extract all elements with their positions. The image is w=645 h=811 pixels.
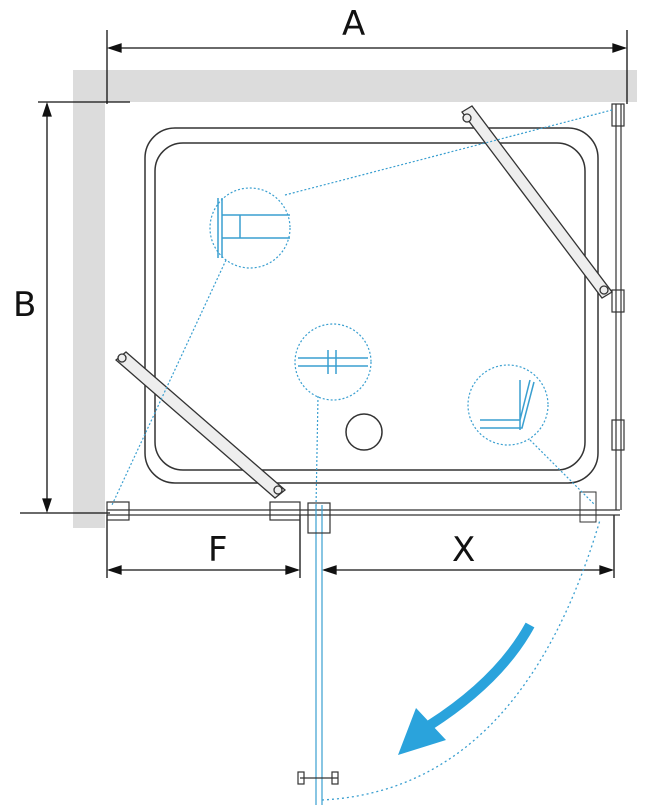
dimension-a-label: A [342,4,365,44]
detail-circle-seal [294,323,372,401]
door-hinge [579,491,597,523]
dimension-f-label: F [208,530,228,570]
swing-door [297,502,339,805]
door-swing-arc [321,519,601,801]
dimension-a [106,30,628,104]
detail-callouts [111,109,613,509]
dimension-b [20,101,130,514]
dimension-x [321,515,615,578]
dimension-x-label: X [452,530,475,570]
drain-icon [345,413,383,451]
shower-tray [144,127,599,484]
stabilizer-bars [114,105,613,499]
dimension-b-label: B [13,285,36,325]
detail-circle-wall-profile [209,187,291,269]
detail-circle-magnetic-seal [467,364,549,446]
glass-panels [106,103,625,521]
door-swing-arrow [427,622,535,730]
walls [73,70,637,528]
dimension-f [106,515,301,578]
arrow-head-icon [398,708,446,755]
detail-profiles [217,198,535,430]
